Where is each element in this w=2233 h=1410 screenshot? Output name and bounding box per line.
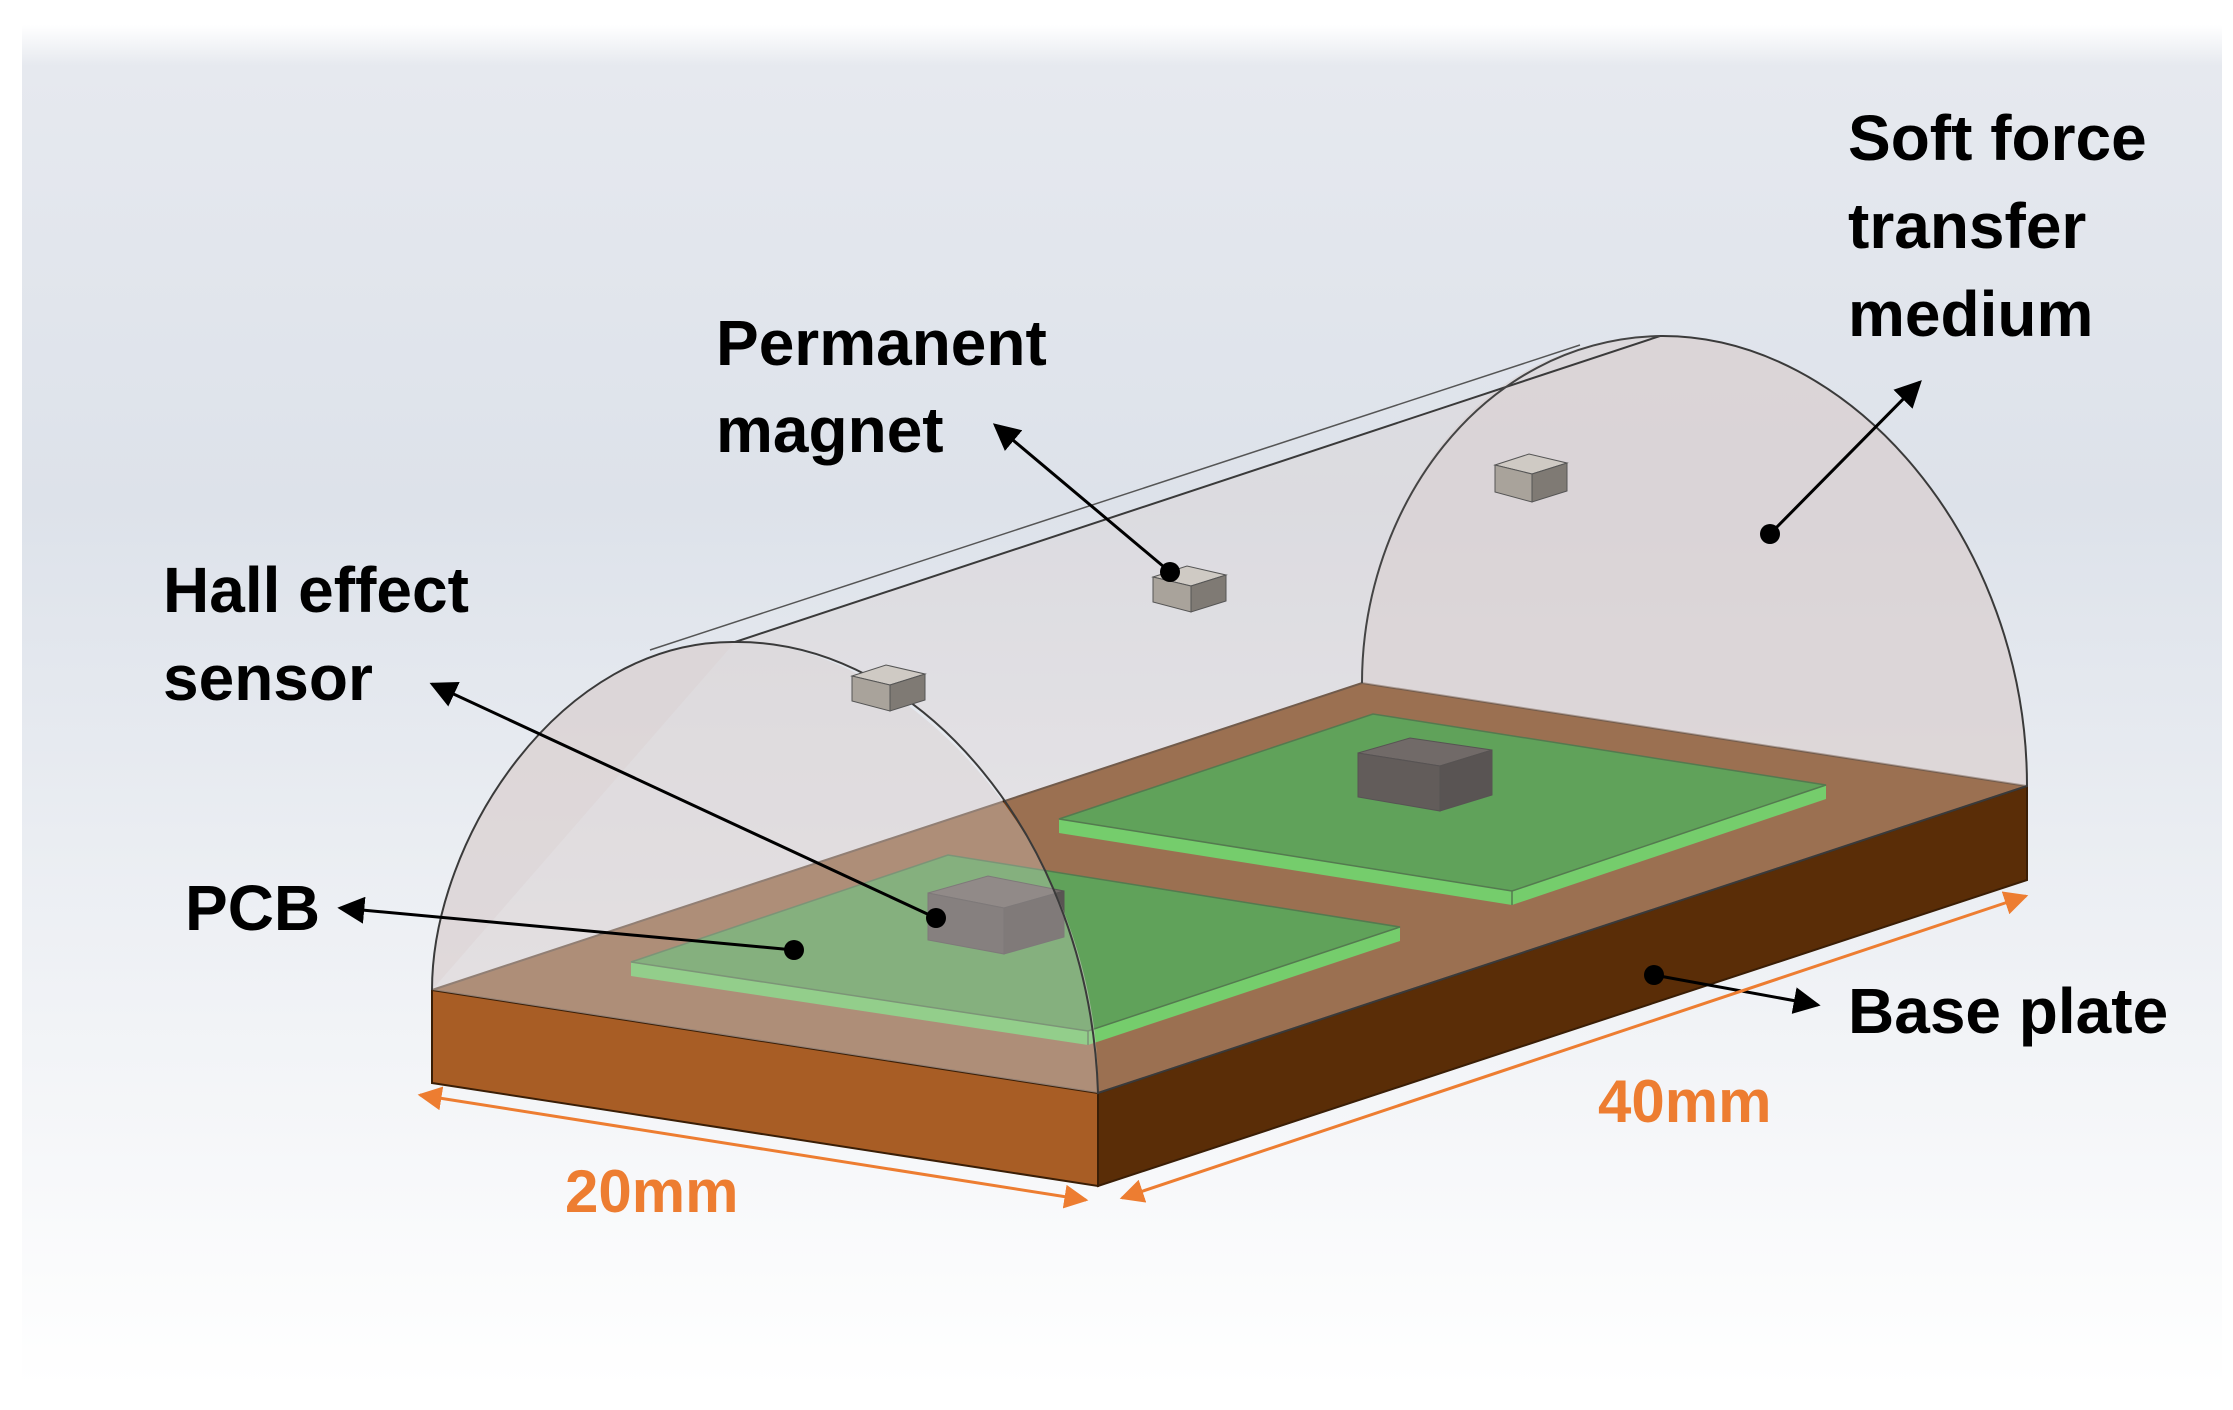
label-pcb: PCB [185, 872, 320, 944]
callout-soft-medium-line [1768, 380, 1922, 536]
dome-back-arch [1361, 335, 1661, 684]
label-soft-medium-line2: transfer [1848, 190, 2086, 262]
dome-body [432, 335, 2027, 1093]
dimension-arrows [417, 891, 2029, 1209]
length-dimension-line [1119, 891, 2029, 1203]
label-soft-medium: Soft force transfer medium [1848, 102, 2164, 350]
callout-magnet-line [992, 423, 1171, 574]
label-hall-line1: Hall effect [163, 554, 469, 626]
label-magnet-line2: magnet [716, 394, 944, 466]
label-soft-medium-line1: Soft force [1848, 102, 2147, 174]
hall-sensor-back [1357, 737, 1493, 812]
width-dimension-line [417, 1086, 1089, 1209]
label-length-dimension: 40mm [1598, 1068, 1771, 1135]
callout-pcb-line [337, 896, 795, 952]
label-hall-line2: sensor [163, 642, 373, 714]
label-magnet-line1: Permanent [716, 307, 1047, 379]
callout-hall-line [429, 681, 937, 920]
label-soft-medium-line3: medium [1848, 278, 2093, 350]
label-width-dimension: 20mm [565, 1158, 738, 1225]
label-hall-sensor: Hall effect sensor [163, 554, 487, 714]
magnet-front [850, 664, 927, 712]
label-permanent-magnet: Permanent magnet [716, 307, 1065, 466]
label-base-plate: Base plate [1848, 975, 2168, 1047]
magnet-back [1493, 453, 1569, 503]
